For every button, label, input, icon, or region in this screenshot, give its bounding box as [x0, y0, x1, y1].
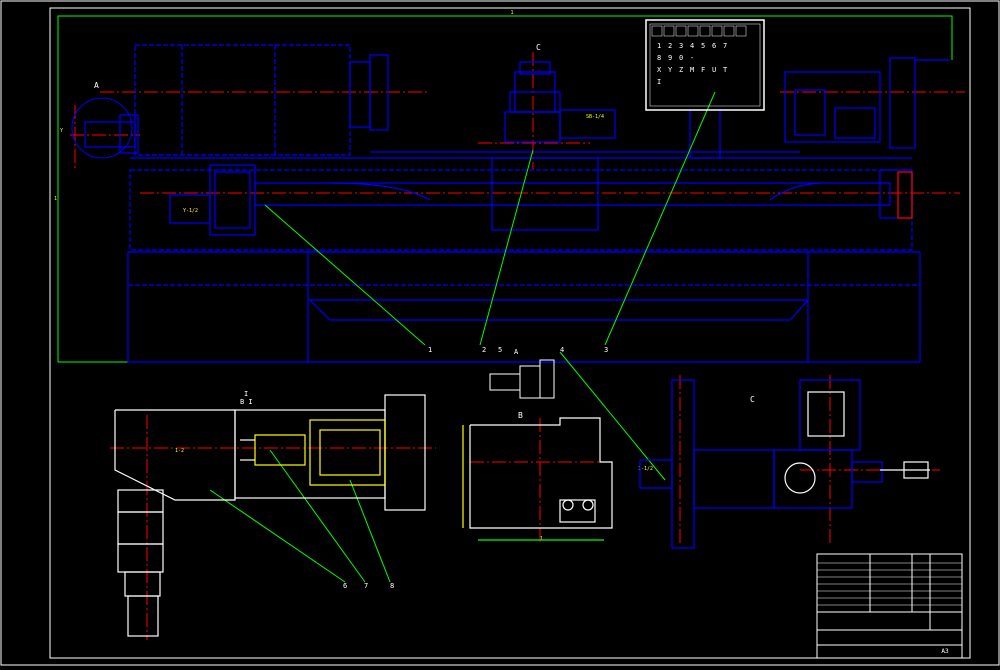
panel-button [651, 25, 663, 37]
panel-key: 3 [679, 42, 683, 50]
centerlines [70, 52, 965, 640]
callout-8: 8 [390, 582, 394, 590]
panel-key: 8 [657, 54, 661, 62]
callouts: 1 2 3 4 5 A 6 7 8 [343, 346, 608, 590]
title-sheet-cell: A3 [941, 648, 949, 655]
tag-dimension-b: 1 [540, 536, 543, 542]
section-label-bi: B I [240, 398, 253, 406]
panel-button [723, 25, 735, 37]
leader-lines [209, 91, 716, 583]
panel-key: Z [679, 66, 683, 74]
panel-button [687, 25, 699, 37]
callout-7: 7 [364, 582, 368, 590]
callout-6: 6 [343, 582, 347, 590]
panel-key: M [690, 66, 694, 74]
detail-a [71, 97, 133, 159]
dimension-top-label: 1 [510, 10, 513, 16]
callout-1: 1 [428, 346, 432, 354]
callout-a-mid: A [514, 348, 519, 356]
dimension-left-label: 1 [54, 196, 57, 202]
panel-key: 4 [690, 42, 694, 50]
panel-button [699, 25, 711, 37]
panel-key: Y [668, 66, 673, 74]
panel-key: 9 [668, 54, 672, 62]
callout-3: 3 [604, 346, 608, 354]
tag-bottom-motor: 1-1/2 [638, 466, 653, 472]
main-assembly [84, 44, 950, 363]
view-label-a: A [94, 81, 99, 90]
view-label-b: B [518, 411, 523, 420]
view-label-c: C [750, 395, 755, 404]
panel-key: X [657, 66, 662, 74]
panel-button [735, 25, 747, 37]
panel-key: T [723, 66, 728, 74]
panel-key: F [701, 66, 705, 74]
panel-key: 6 [712, 42, 716, 50]
callout-4: 4 [560, 346, 564, 354]
panel-key: I [657, 78, 661, 86]
panel-button [663, 25, 675, 37]
view-b [462, 417, 613, 541]
panel-button [675, 25, 687, 37]
title-block [816, 553, 963, 659]
view-label-c-top: C [536, 43, 541, 52]
panel-key: - [690, 54, 694, 62]
panel-key: 0 [679, 54, 683, 62]
section-view [114, 394, 426, 637]
top-dimension-line [57, 15, 953, 363]
title-block-rows [817, 562, 962, 613]
tag-left-small: Y [60, 128, 63, 134]
panel-key: U [712, 66, 716, 74]
detail-a-part [489, 359, 555, 399]
tag-left-motor: Y-1/2 [183, 208, 198, 214]
panel-key: 2 [668, 42, 672, 50]
control-panel [645, 19, 765, 111]
panel-key: 1 [657, 42, 661, 50]
panel-key: 5 [701, 42, 705, 50]
callout-5: 5 [498, 346, 502, 354]
tag-section: 1-2 [175, 448, 184, 454]
callout-2: 2 [482, 346, 486, 354]
panel-button [711, 25, 723, 37]
section-label-i: I [244, 390, 248, 398]
view-c [639, 379, 930, 549]
tag-top-motor: SB-1/4 [586, 114, 604, 120]
panel-key: 7 [723, 42, 727, 50]
